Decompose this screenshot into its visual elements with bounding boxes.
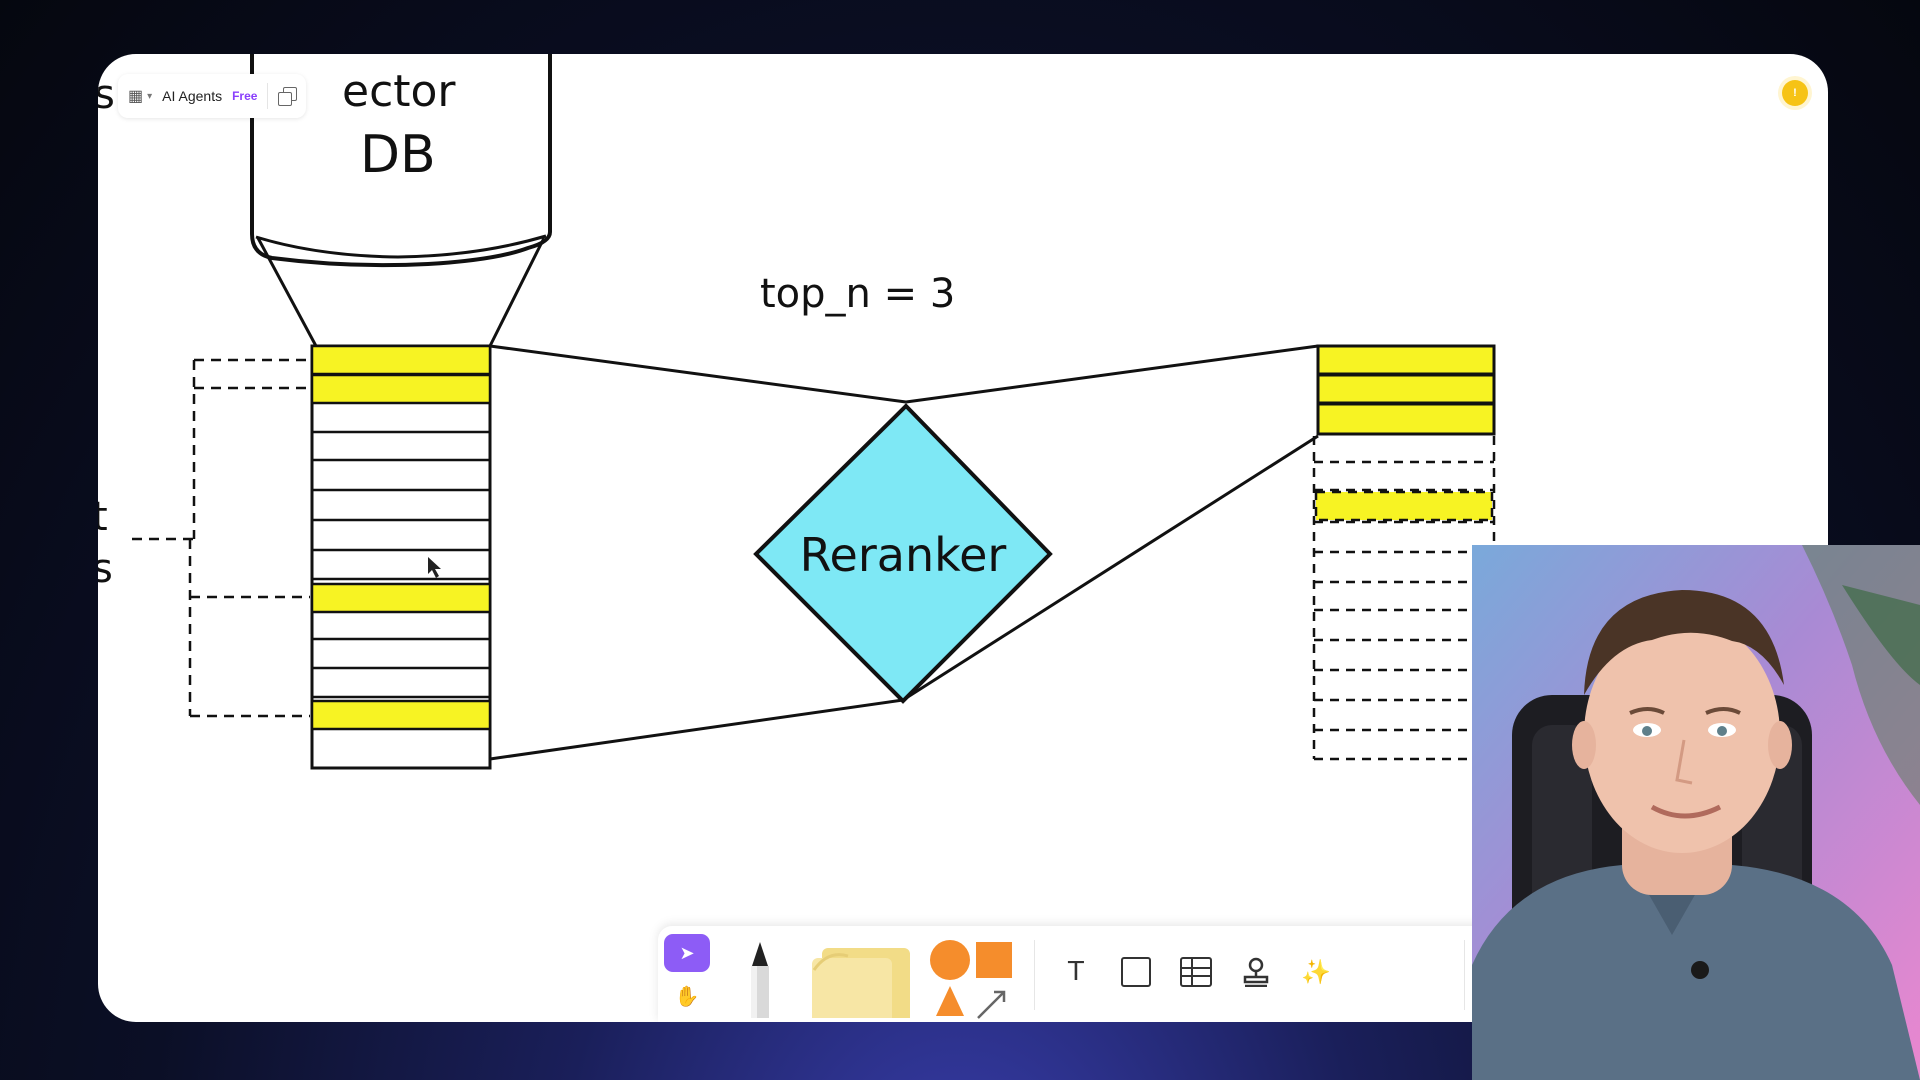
top-result-row	[1316, 402, 1496, 436]
divider	[1034, 940, 1035, 1010]
sticky-note-tool[interactable]	[808, 940, 912, 1018]
db-label-line1: ector	[342, 66, 456, 117]
chevron-down-icon[interactable]: ▾	[147, 90, 153, 102]
text-icon: T	[1068, 957, 1084, 987]
db-label-line2: DB	[360, 125, 436, 185]
left-text-fragment: s	[98, 546, 113, 592]
presenter-image	[1472, 545, 1920, 1080]
left-dashed-bracket	[132, 358, 310, 718]
hand-tool[interactable]: ✋	[664, 978, 710, 1014]
creation-toolbar: ➤ ✋	[658, 926, 1578, 1022]
reranker-label: Reranker	[800, 528, 1007, 582]
frame-tool[interactable]	[1110, 946, 1162, 998]
copy-icon[interactable]	[278, 87, 298, 106]
whiteboard-canvas[interactable]: s t s ector DB	[98, 54, 1828, 1022]
frame-icon	[1121, 957, 1151, 987]
table-icon	[1180, 957, 1212, 987]
shapes-tool[interactable]	[926, 936, 1018, 1022]
pen-tool[interactable]	[740, 938, 780, 1018]
pen-icon	[751, 942, 769, 1018]
sparkle-icon: ✨	[1301, 958, 1331, 986]
top-result-row	[1316, 373, 1496, 405]
plan-badge[interactable]: Free	[232, 89, 258, 103]
highlighted-row	[310, 373, 492, 405]
reranked-results-stack[interactable]	[1312, 344, 1496, 761]
reranker-diamond[interactable]: Reranker	[753, 403, 1053, 704]
stamp-tool[interactable]	[1230, 946, 1282, 998]
highlighted-row	[310, 699, 492, 731]
vector-db-cylinder[interactable]: ector DB	[250, 54, 552, 268]
highlighted-row	[310, 582, 492, 614]
dropped-highlight-row	[1314, 490, 1494, 522]
top-result-row	[1316, 344, 1496, 376]
hand-icon: ✋	[674, 985, 700, 1008]
top-bar: ▦ ▾ AI Agents Free	[118, 74, 307, 118]
workspace-name[interactable]: AI Agents	[162, 88, 223, 104]
divider	[267, 83, 269, 109]
ai-tool[interactable]: ✨	[1290, 946, 1342, 998]
info-icon[interactable]: !	[1782, 80, 1808, 106]
select-tool[interactable]: ➤	[664, 934, 710, 972]
board-grid-icon[interactable]: ▦	[128, 88, 144, 105]
shapes-icon	[930, 940, 1012, 1019]
cursor-icon: ➤	[679, 942, 695, 963]
retrieved-documents-stack[interactable]	[310, 344, 492, 770]
sticky-note-icon	[812, 948, 910, 1018]
text-tool[interactable]: T	[1050, 946, 1102, 998]
top-n-label: top_n = 3	[760, 271, 955, 317]
left-text-fragment: t	[98, 494, 108, 540]
left-text-fragment: s	[98, 72, 115, 118]
table-tool[interactable]	[1170, 946, 1222, 998]
presenter-webcam	[1472, 545, 1920, 1080]
whiteboard-window[interactable]: s t s ector DB	[98, 54, 1828, 1022]
divider	[1464, 940, 1465, 1010]
stamp-icon	[1243, 957, 1269, 987]
mouse-cursor	[428, 557, 441, 578]
highlighted-row	[310, 344, 492, 376]
